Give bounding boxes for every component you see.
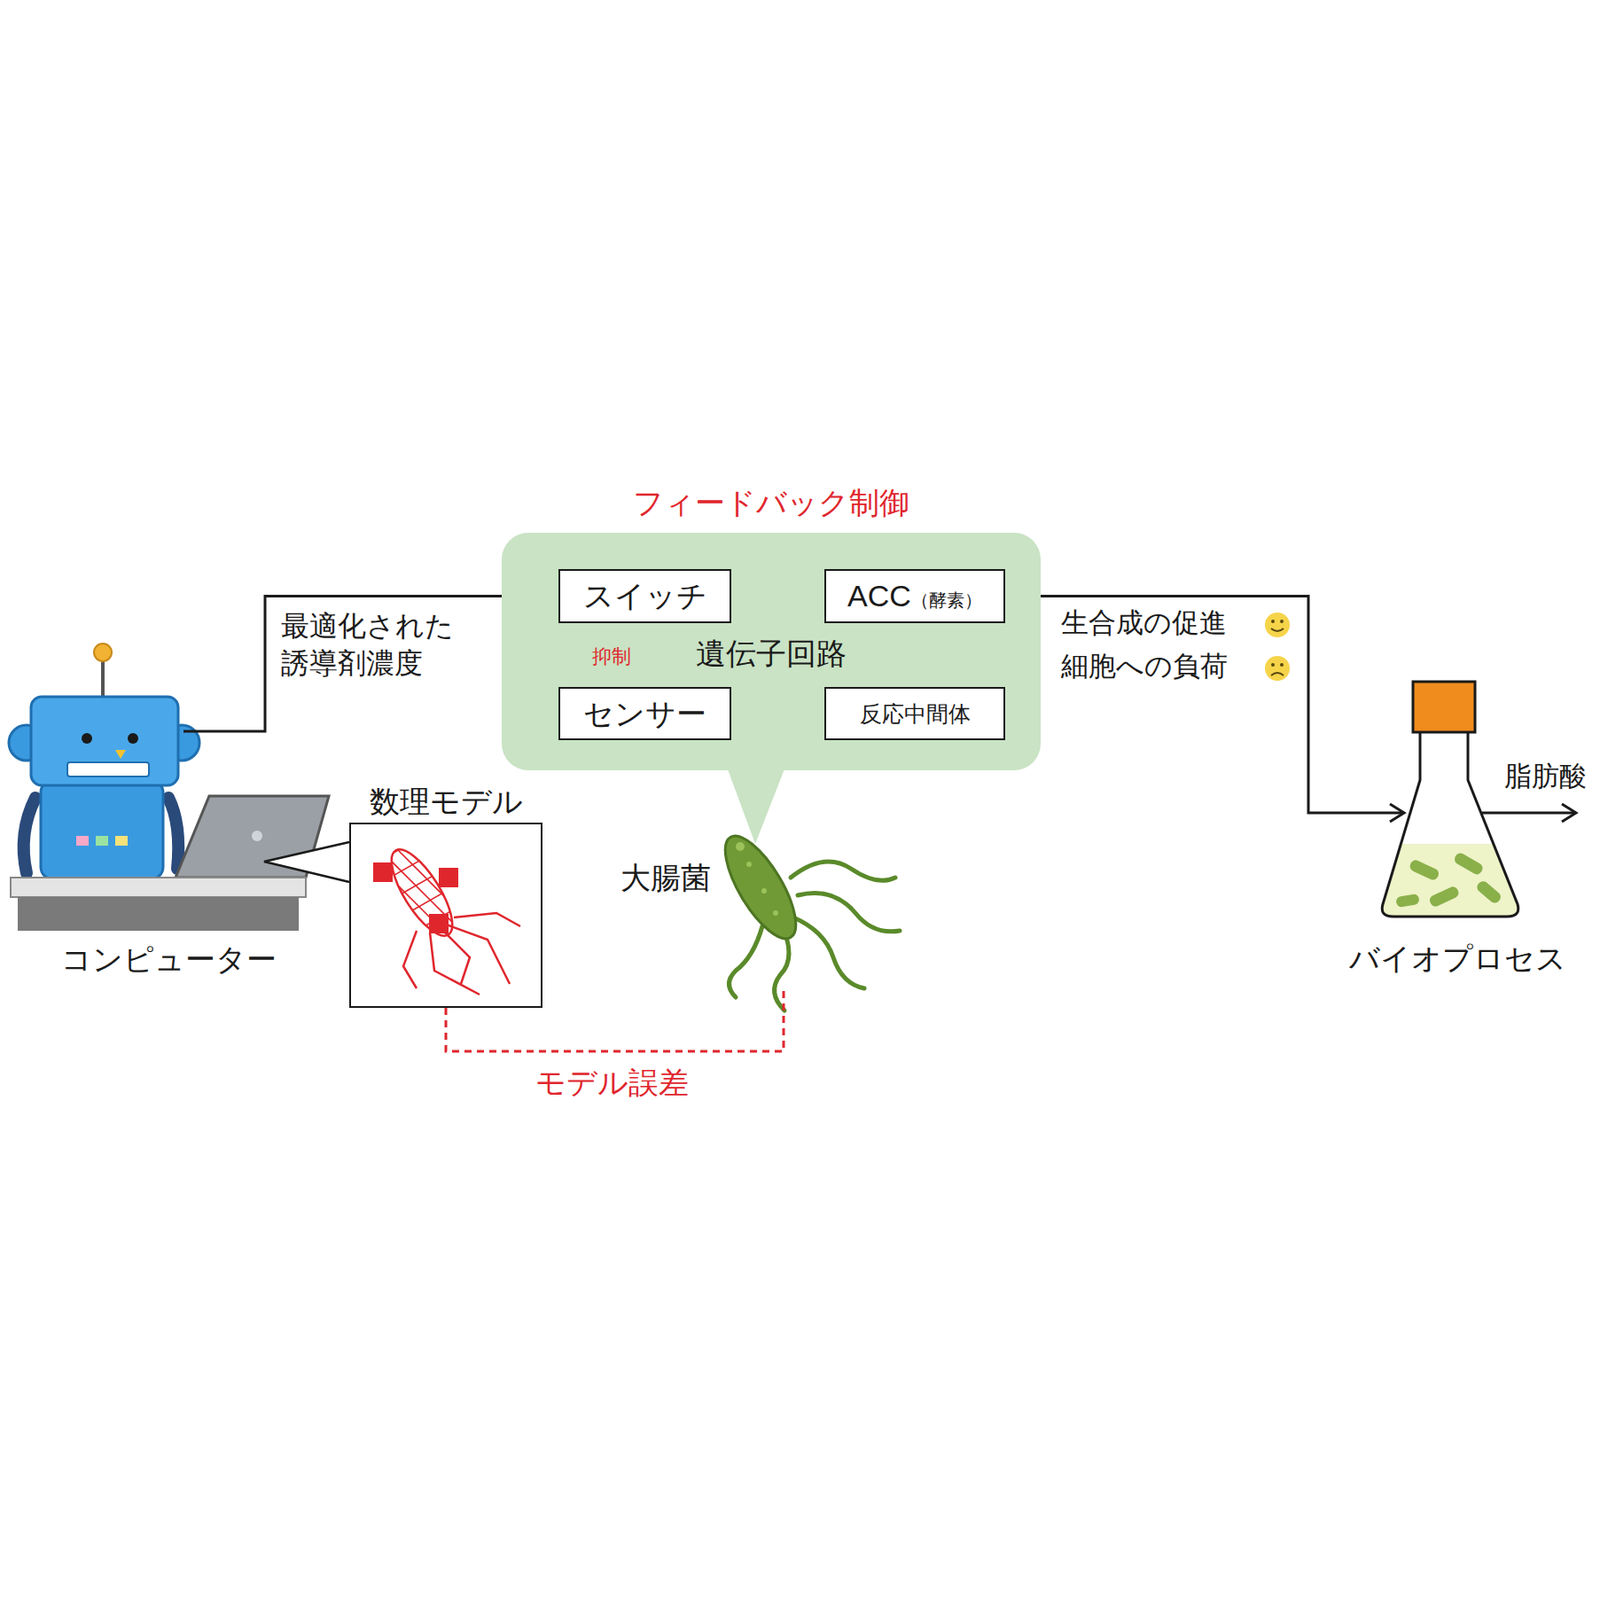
edge-label: モデル誤差 [531,1064,692,1101]
edge-label: 抑制 [592,645,632,669]
node-label: コンピューター [10,941,327,978]
bacterium-figure: 大腸菌 [620,824,905,989]
panel: フィードバック制御遺伝子回路スイッチACC（酵素）センサー反応中間体 [501,532,1041,771]
process-box: ACC（酵素） [824,569,1006,624]
flask-illustration [1365,681,1543,924]
model-bacterium [363,824,521,995]
node-label: 反応中間体 [859,700,971,727]
smiley-icons [1264,612,1290,681]
note-label: 細胞への負荷 [1061,649,1228,683]
model-box: 数理モデル [349,822,543,1008]
note-label: 脂肪酸 [1504,759,1587,793]
flask-figure: バイオプロセス [1379,681,1536,984]
process-box: センサー [558,686,732,741]
node-label: 数理モデル [333,783,559,820]
output-arrow [1482,803,1577,822]
connector [445,988,784,1052]
ecoli-illustration [711,826,900,1011]
node-label: 大腸菌 [620,859,711,897]
node-label: センサー [583,695,707,733]
connector [1005,596,1405,823]
computer-figure: コンピューター [10,642,327,980]
node-label: バイオプロセス [1349,940,1567,977]
process-box: スイッチ [558,569,732,624]
box-label: ACC [847,577,912,615]
edge-label: 最適化された 誘導剤濃度 [280,608,459,682]
panel-label: 遺伝子回路 [501,635,1041,672]
bubble-tail [725,762,788,844]
robot-illustration [8,643,350,931]
box-sublabel: （酵素） [911,589,983,611]
panel-heading: フィードバック制御 [501,484,1041,522]
model-box-ground [349,822,543,1008]
note-label: 生合成の促進 [1061,606,1227,640]
node-label: スイッチ [583,577,708,615]
process-box: 反応中間体 [824,686,1006,741]
